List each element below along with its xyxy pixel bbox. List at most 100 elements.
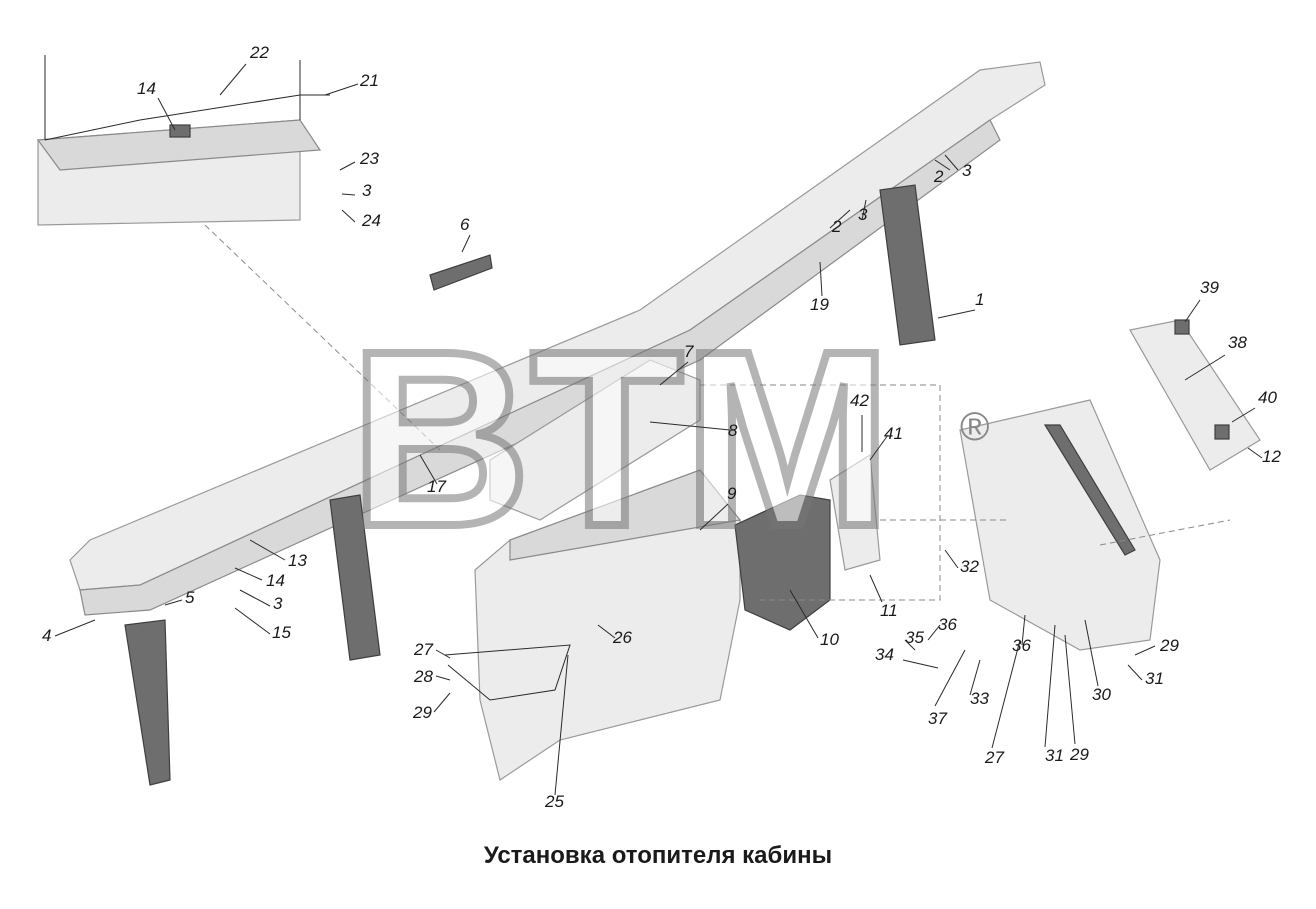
callout-leader	[869, 574, 883, 603]
callout-leader	[1231, 407, 1256, 423]
callout-label: 14	[266, 571, 285, 590]
callout-label: 28	[413, 667, 433, 686]
callout-label: 29	[1159, 636, 1179, 655]
callout-label: 33	[970, 689, 989, 708]
callout-label: 11	[880, 601, 898, 620]
callout-label: 25	[544, 792, 564, 811]
callout-label: 24	[361, 211, 381, 230]
callout-label: 27	[984, 748, 1004, 767]
callout-label: 30	[1092, 685, 1111, 704]
callout-leader	[239, 589, 271, 607]
callout-label: 3	[362, 181, 372, 200]
callout-leader	[937, 309, 976, 319]
callout-leader	[969, 659, 981, 696]
callout-leader	[1184, 354, 1226, 381]
callout-leader	[861, 199, 867, 221]
callout-leader	[699, 503, 729, 531]
callout-leader	[324, 83, 359, 96]
callout-leader	[157, 97, 176, 131]
callout-label: 14	[137, 79, 156, 98]
callout-leader	[649, 421, 731, 431]
callout-label: 9	[727, 484, 737, 503]
callout-label: 35	[905, 628, 924, 647]
callout-label: 17	[427, 477, 446, 496]
callout-leader	[1184, 299, 1201, 323]
callout-label: 38	[1228, 333, 1247, 352]
callout-label: 27	[413, 640, 433, 659]
callout-label: 23	[359, 149, 379, 168]
bracket-part-left	[124, 619, 171, 786]
callout-leader	[927, 624, 941, 641]
callout-label: 31	[1145, 669, 1164, 688]
callout-leader	[554, 654, 569, 796]
gasket-part	[829, 453, 881, 571]
callout-leader	[944, 154, 959, 171]
callout-label: 12	[1262, 447, 1281, 466]
callout-leader	[435, 675, 451, 681]
callout-leader	[435, 649, 451, 659]
callout-leader	[219, 63, 247, 96]
callout-label: 22	[249, 43, 269, 62]
callout-leader	[1134, 645, 1156, 656]
air-duct-part	[69, 61, 1046, 616]
callout-leader	[341, 209, 356, 223]
callout-leader	[249, 539, 286, 561]
callout-label: 29	[1069, 745, 1089, 764]
callout-leader	[869, 434, 889, 461]
callout-label: 1	[975, 290, 984, 309]
callout-leader	[1064, 634, 1076, 745]
assembly-lines	[204, 224, 1231, 601]
callout-label: 7	[684, 342, 694, 361]
callout-leader	[819, 261, 823, 297]
callout-label: 26	[612, 628, 632, 647]
bracket-part-middle	[329, 494, 381, 661]
callout-label: 10	[820, 630, 839, 649]
diagram-title: Установка отопителя кабины	[483, 842, 833, 869]
callout-label: 32	[960, 557, 979, 576]
callout-leader	[339, 161, 356, 171]
callout-leader	[1021, 614, 1026, 646]
callout-label: 37	[928, 709, 947, 728]
callout-leaders	[54, 63, 1263, 796]
plate-part	[1129, 319, 1261, 471]
callout-label: 8	[728, 421, 738, 440]
callout-label: 13	[288, 551, 307, 570]
callout-label: 19	[810, 295, 829, 314]
watermark: BTM ®	[346, 295, 989, 582]
callout-leader	[164, 599, 183, 606]
callout-label: 39	[1200, 278, 1219, 297]
callout-leader	[234, 567, 263, 581]
callout-label: 21	[359, 71, 379, 90]
callout-label: 2	[933, 167, 944, 186]
svg-text:BTM: BTM	[350, 299, 892, 578]
callout-leader	[1247, 447, 1263, 459]
callout-leader	[659, 361, 689, 386]
callout-leader	[789, 589, 819, 639]
callout-leader	[433, 692, 451, 713]
callout-leader	[1044, 624, 1056, 748]
pad-part-6	[429, 254, 493, 291]
callout-label: 34	[875, 645, 894, 664]
callout-label: 15	[272, 623, 291, 642]
callout-leader	[934, 159, 951, 171]
callout-label: 4	[42, 626, 51, 645]
callout-label: 3	[962, 161, 972, 180]
callout-leader	[419, 454, 438, 485]
callout-leader	[904, 639, 916, 651]
callout-label: 31	[1045, 746, 1064, 765]
callout-leader	[902, 659, 939, 669]
svg-text:®: ®	[960, 405, 989, 449]
callout-label: 42	[850, 391, 869, 410]
callout-leader	[1127, 664, 1143, 681]
callout-label: 36	[1012, 636, 1031, 655]
callout-leader	[944, 549, 959, 569]
callout-label: 40	[1258, 388, 1277, 407]
callout-leader	[597, 624, 616, 639]
callout-label: 2	[831, 217, 842, 236]
cab-frame-part	[36, 55, 330, 226]
callout-leader	[341, 193, 356, 196]
callout-leader	[1084, 619, 1099, 687]
callout-label: 6	[460, 215, 470, 234]
hose-part	[444, 644, 571, 701]
